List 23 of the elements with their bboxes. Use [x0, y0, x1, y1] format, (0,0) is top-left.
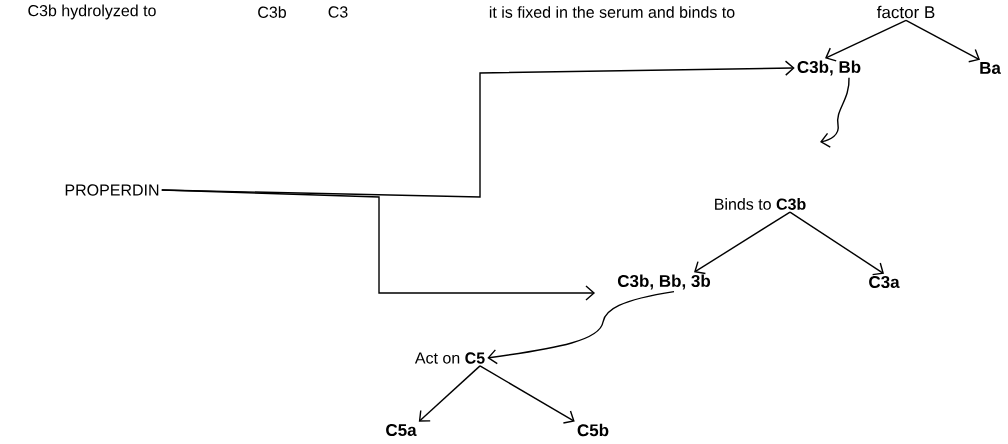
label-text: PROPERDIN — [65, 184, 159, 196]
label-text: C5b — [577, 423, 609, 437]
note-text: it is fixed in the serum and binds to — [489, 6, 735, 18]
label-text: C3b, Bb — [797, 60, 861, 76]
label-text: Ba — [980, 62, 1001, 74]
arrow — [905, 19, 980, 63]
arrow — [825, 19, 907, 62]
arrow — [418, 365, 481, 422]
arrow — [789, 211, 884, 276]
note-text: C3 — [328, 6, 348, 18]
note-text: C3b — [258, 6, 286, 18]
arrow — [161, 189, 596, 301]
label-text: C3a — [869, 275, 900, 289]
label-text: C3b, Bb, 3b — [617, 274, 711, 290]
arrow — [487, 291, 675, 365]
arrow — [694, 211, 791, 275]
label-text: C5a — [386, 424, 417, 437]
label-text: Binds to C3b — [715, 198, 806, 210]
arrow — [479, 365, 575, 424]
label-text: factor B — [876, 5, 935, 19]
label-text: Act on C5 — [414, 352, 485, 364]
note-text: C3b hydrolyzed to — [28, 4, 156, 20]
arrow — [820, 76, 850, 148]
